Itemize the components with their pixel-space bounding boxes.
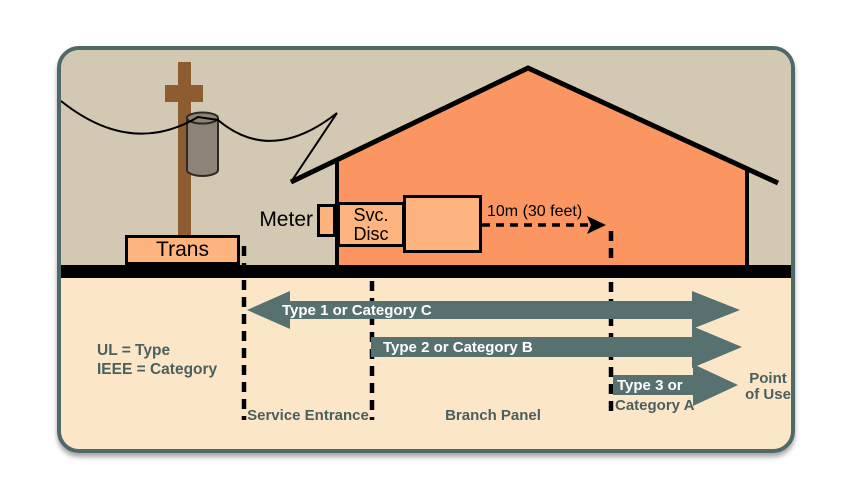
transformer-label: Trans [156, 238, 209, 261]
pole-transformer-cylinder [186, 118, 219, 177]
diagram-frame: Trans Svc.Disc Meter 10m (30 feet) Type … [57, 46, 795, 453]
transformer-box: Trans [125, 235, 240, 265]
zone3-label: Type 3 or [617, 377, 683, 394]
power-line-wire [61, 100, 338, 183]
zone2-label: Type 2 or Category B [383, 339, 533, 356]
house-roof-line [289, 65, 780, 186]
zone3-arrow [613, 364, 738, 406]
service-entrance-label: Service Entrance [247, 407, 369, 424]
zone1-label: Type 1 or Category C [282, 302, 432, 319]
distance-arrowhead [587, 216, 606, 234]
zone1-arrow [247, 291, 740, 329]
meter-box [317, 204, 336, 237]
branch-panel-label: Branch Panel [445, 407, 541, 424]
utility-pole-crossarm [165, 85, 203, 102]
distance-label: 10m (30 feet) [487, 203, 583, 220]
utility-pole-shape [178, 62, 191, 237]
zone2-arrow [371, 326, 742, 368]
meter-label: Meter [259, 208, 313, 231]
diagram-shapes [61, 62, 780, 420]
service-disconnect-label: Svc.Disc [353, 204, 389, 244]
service-disconnect-box: Svc.Disc [337, 202, 405, 247]
branch-panel-box [403, 195, 482, 253]
zone3-category-label: Category A [615, 397, 695, 414]
